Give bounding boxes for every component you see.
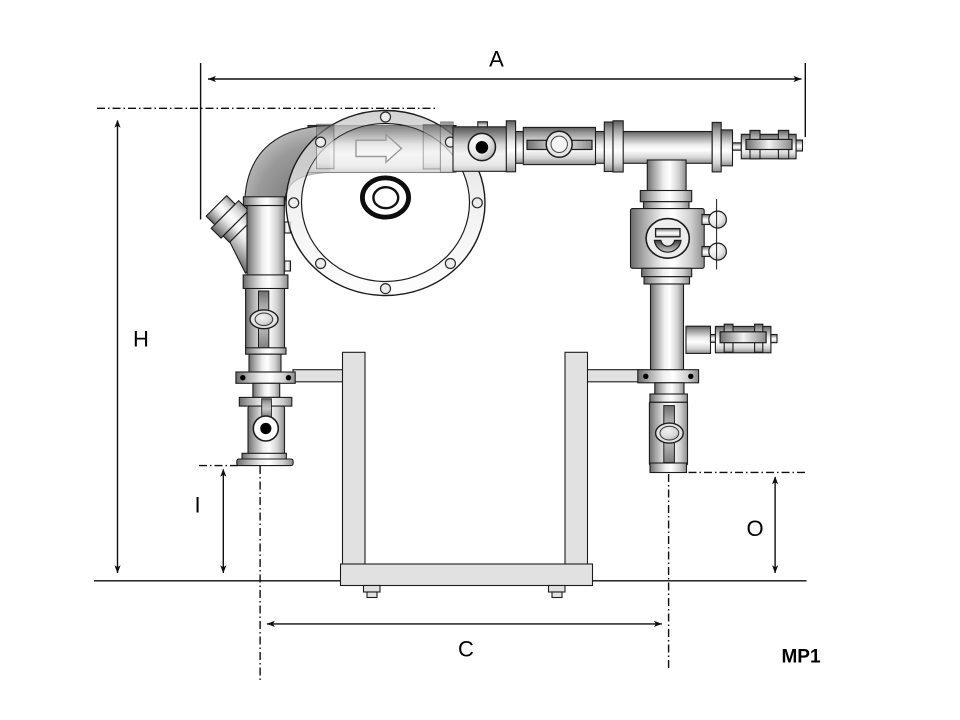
svg-text:A: A	[489, 47, 504, 72]
svg-text:I: I	[194, 493, 200, 518]
svg-text:MP1: MP1	[781, 647, 821, 668]
svg-text:C: C	[458, 637, 474, 662]
svg-text:O: O	[746, 516, 763, 541]
svg-text:H: H	[133, 327, 149, 352]
